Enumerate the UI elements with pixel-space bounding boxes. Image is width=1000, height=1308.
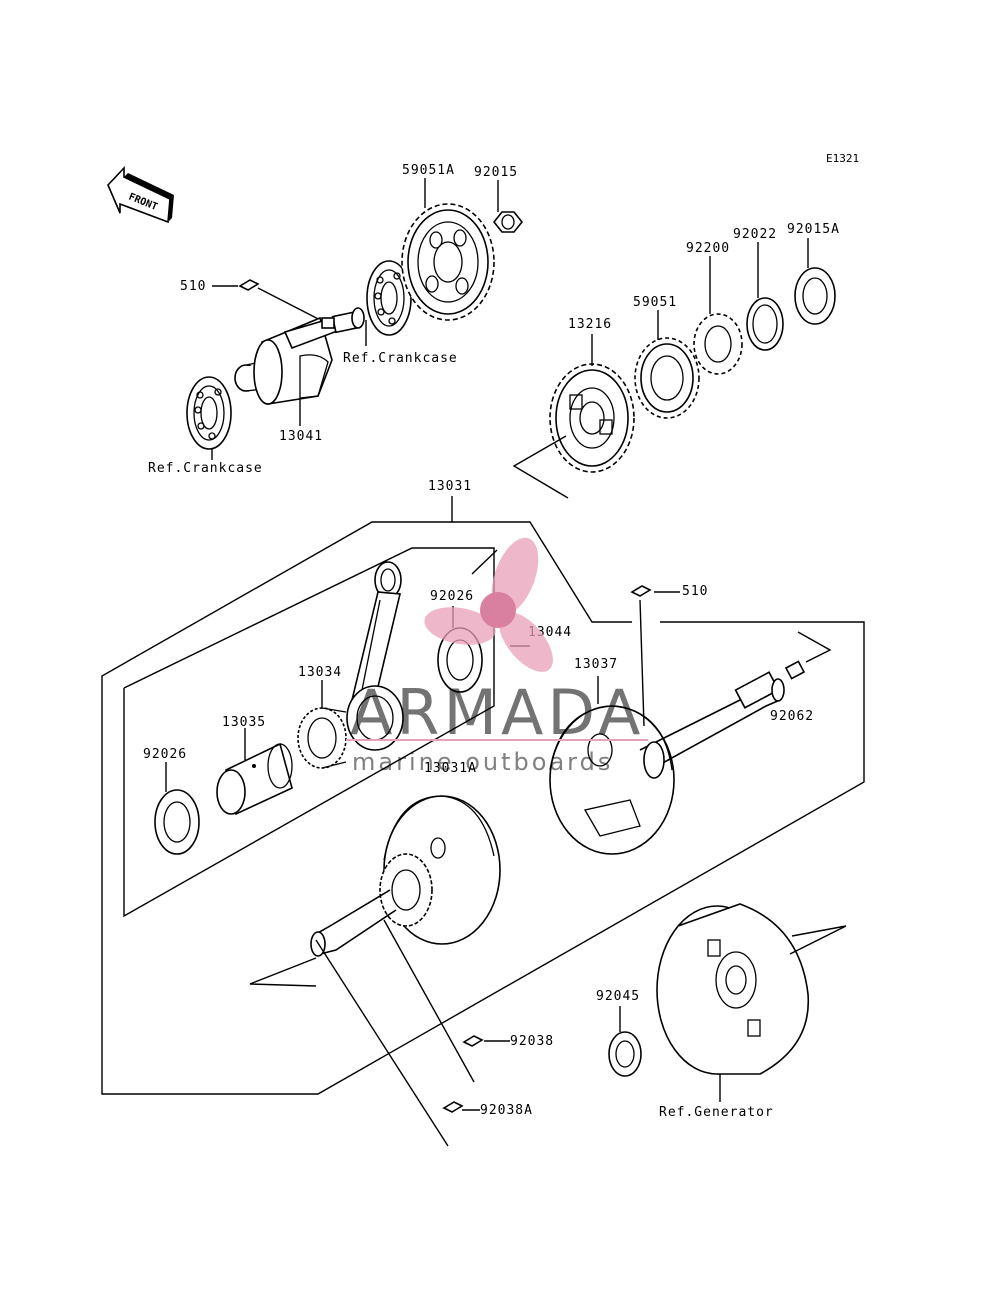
label-92015: 92015 [474, 165, 518, 180]
bearing-92045-icon [608, 1031, 642, 1077]
watermark-brand: ARMADA [350, 676, 644, 749]
label-59051: 59051 [633, 295, 677, 310]
label-59051A: 59051A [402, 163, 455, 178]
plug-92062-icon [784, 660, 806, 680]
connecting-rod-13044-icon [346, 561, 404, 751]
label-92026-left: 92026 [143, 747, 187, 762]
label-92015A: 92015A [787, 222, 840, 237]
front-arrow-icon: FRONT [107, 165, 174, 224]
label-92038A: 92038A [480, 1103, 533, 1118]
label-13031: 13031 [428, 479, 472, 494]
label-ref-crankcase-left: Ref.Crankcase [148, 461, 263, 476]
watermark-tagline: marine outboards [352, 748, 613, 776]
nut-92015A-icon [794, 267, 836, 325]
washer-92022-icon [746, 297, 784, 351]
washer-92026-left-icon [154, 789, 200, 855]
key-510-top-icon [238, 279, 260, 291]
label-92062: 92062 [770, 709, 814, 724]
gear-13216-icon [549, 363, 635, 473]
lockwasher-92200-icon [693, 313, 743, 375]
label-92038: 92038 [510, 1034, 554, 1049]
label-13041: 13041 [279, 429, 323, 444]
label-13037: 13037 [574, 657, 618, 672]
crank-half-left-icon [310, 795, 501, 957]
gear-59051-icon [634, 337, 700, 419]
watermark-logo-icon [424, 537, 553, 672]
diagram-code: E1321 [826, 152, 859, 165]
generator-rotor-icon [656, 903, 810, 1075]
crank-half-13037-icon [549, 671, 785, 855]
crank-pin-13035-icon [216, 742, 293, 816]
label-92026-top: 92026 [430, 589, 474, 604]
label-ref-generator: Ref.Generator [659, 1105, 774, 1120]
key-92038A-icon [442, 1101, 464, 1113]
label-92045: 92045 [596, 989, 640, 1004]
label-13035: 13035 [222, 715, 266, 730]
label-92200: 92200 [686, 241, 730, 256]
label-13031A: 13031A [424, 761, 477, 776]
label-92022: 92022 [733, 227, 777, 242]
label-510-top: 510 [180, 279, 206, 294]
key-510-right-icon [630, 585, 652, 597]
bearing-left-icon [186, 376, 232, 450]
label-13034: 13034 [298, 665, 342, 680]
balancer-shaft-13041-icon [234, 307, 365, 405]
label-510-right: 510 [682, 584, 708, 599]
nut-92015-icon [492, 211, 524, 233]
needle-bearing-13034-icon [297, 707, 347, 769]
label-ref-crankcase-top: Ref.Crankcase [343, 351, 458, 366]
key-92038-icon [462, 1035, 484, 1047]
gear-59051A-icon [401, 203, 495, 321]
bearing-middle-icon [366, 260, 412, 336]
label-13216: 13216 [568, 317, 612, 332]
